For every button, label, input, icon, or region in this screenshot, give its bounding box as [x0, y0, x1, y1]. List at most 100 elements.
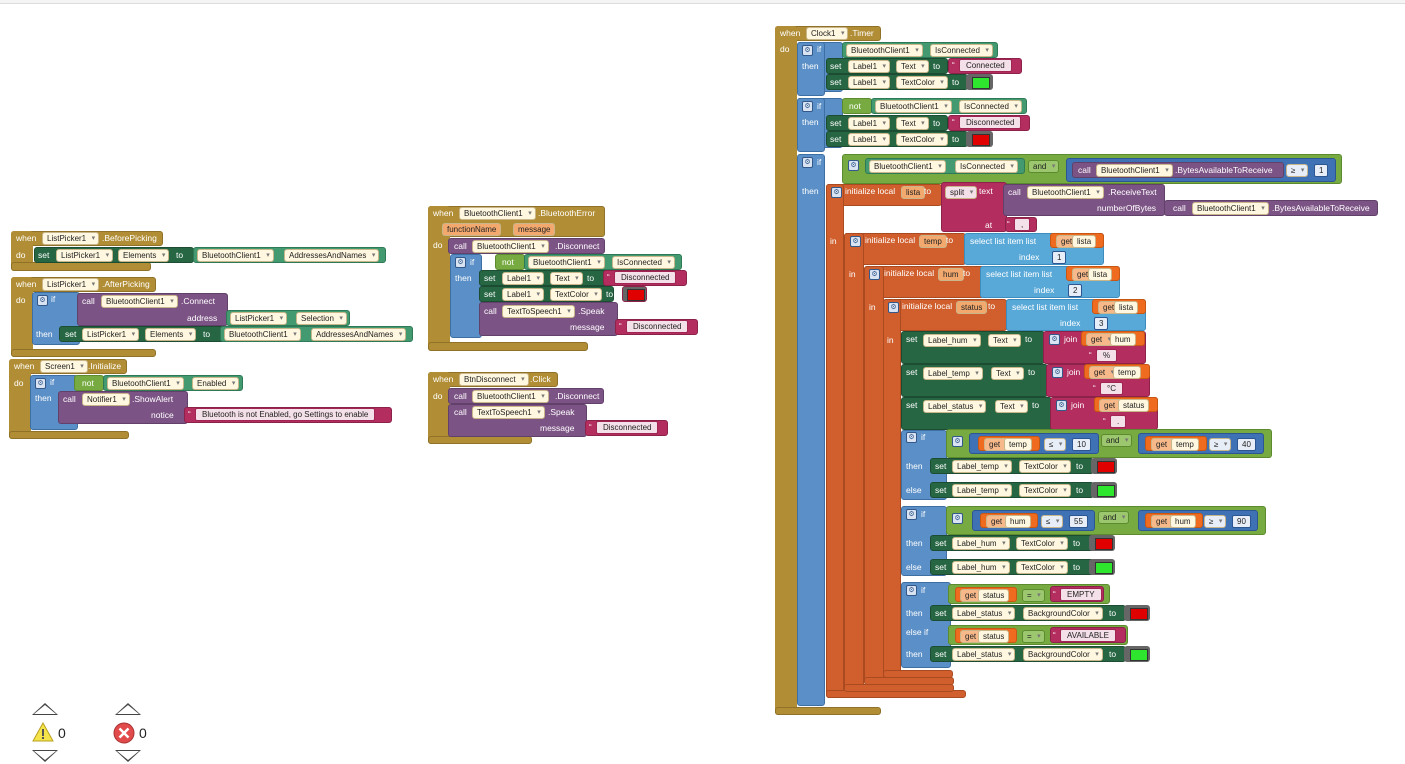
mutator-gear-icon[interactable]: ⚙	[906, 509, 917, 520]
component-dropdown[interactable]: TextToSpeech1	[502, 305, 575, 318]
color-swatch-green[interactable]	[1130, 649, 1148, 661]
var-name[interactable]: hum	[1110, 333, 1136, 346]
property-dropdown[interactable]: TextColor	[896, 133, 948, 146]
prev-warning-arrow-icon[interactable]	[32, 703, 58, 715]
component-dropdown[interactable]: TextToSpeech1	[472, 406, 545, 419]
mutator-gear-icon[interactable]: ⚙	[802, 157, 813, 168]
property-dropdown[interactable]: BackgroundColor	[1023, 648, 1103, 661]
component-dropdown[interactable]: Clock1	[806, 27, 849, 40]
property-dropdown[interactable]: Text	[896, 117, 929, 130]
text-literal[interactable]: AVAILABLE	[1053, 629, 1116, 642]
mutator-gear-icon[interactable]: ⚙	[1049, 334, 1060, 345]
component-dropdown[interactable]: BtnDisconnect	[459, 373, 529, 386]
get-var-dropdown[interactable]: get	[1089, 366, 1119, 379]
property-dropdown[interactable]: TextColor	[1019, 460, 1071, 473]
component-dropdown[interactable]: Label1	[848, 133, 891, 146]
property-dropdown[interactable]: Text	[896, 60, 929, 73]
component-dropdown[interactable]: BluetoothClient1	[1096, 164, 1173, 177]
number-literal[interactable]: 2	[1068, 284, 1083, 297]
component-dropdown[interactable]: ListPicker1	[42, 232, 100, 245]
text-literal[interactable]: .	[1103, 415, 1127, 428]
property-dropdown[interactable]: Text	[988, 334, 1021, 347]
operator-le-dropdown[interactable]: ≤	[1041, 515, 1064, 528]
component-dropdown[interactable]: Label1	[502, 288, 545, 301]
mutator-gear-icon[interactable]: ⚙	[1052, 367, 1063, 378]
text-literal[interactable]: Disconnected	[607, 271, 677, 284]
param-functionname[interactable]: functionName	[442, 223, 502, 236]
property-dropdown[interactable]: IsConnected	[955, 160, 1018, 173]
prev-error-arrow-icon[interactable]	[115, 703, 141, 715]
var-name[interactable]: temp	[1004, 438, 1032, 451]
component-dropdown[interactable]: BluetoothClient1	[224, 328, 301, 341]
property-dropdown[interactable]: AddressesAndNames	[311, 328, 407, 341]
get-var-dropdown[interactable]: get	[1086, 333, 1116, 346]
property-dropdown[interactable]: TextColor	[1019, 484, 1071, 497]
component-dropdown[interactable]: Label1	[502, 272, 545, 285]
color-swatch-green[interactable]	[1095, 562, 1113, 574]
var-name[interactable]: status	[1118, 399, 1150, 412]
local-var-name[interactable]: lista	[901, 186, 926, 199]
split-dropdown[interactable]: split	[945, 186, 978, 199]
text-literal[interactable]: Disconnected	[619, 320, 689, 333]
color-swatch-green[interactable]	[1097, 485, 1115, 497]
var-name[interactable]: status	[978, 630, 1010, 643]
component-dropdown[interactable]: ListPicker1	[82, 328, 140, 341]
mutator-gear-icon[interactable]: ⚙	[802, 101, 813, 112]
component-dropdown[interactable]: Label_hum	[952, 537, 1010, 550]
operator-eq-dropdown[interactable]: =	[1022, 589, 1045, 602]
component-dropdown[interactable]: Label1	[848, 60, 891, 73]
operator-ge-dropdown[interactable]: ≥	[1286, 164, 1309, 177]
mutator-gear-icon[interactable]: ⚙	[1056, 400, 1067, 411]
property-dropdown[interactable]: Text	[995, 400, 1028, 413]
text-literal[interactable]: ,	[1007, 218, 1031, 231]
property-dropdown[interactable]: Text	[550, 272, 583, 285]
number-literal[interactable]: 1	[1314, 164, 1329, 177]
var-name[interactable]: hum	[1170, 515, 1196, 528]
color-swatch-red[interactable]	[972, 134, 990, 146]
number-literal[interactable]: 55	[1069, 515, 1088, 528]
text-literal[interactable]: Disconnected	[952, 116, 1022, 129]
mutator-gear-icon[interactable]: ⚙	[906, 585, 917, 596]
component-dropdown[interactable]: BluetoothClient1	[107, 377, 184, 390]
mutator-gear-icon[interactable]: ⚙	[848, 160, 859, 171]
color-swatch-red[interactable]	[627, 289, 645, 301]
local-var-name[interactable]: temp	[919, 235, 947, 248]
text-literal[interactable]: °C	[1093, 382, 1123, 395]
component-dropdown[interactable]: Label_status	[923, 400, 987, 413]
text-literal[interactable]: Connected	[952, 59, 1012, 72]
component-dropdown[interactable]: Notifier1	[82, 393, 130, 406]
text-literal[interactable]: Bluetooth is not Enabled, go Settings to…	[188, 408, 376, 421]
mutator-gear-icon[interactable]: ⚙	[37, 295, 48, 306]
property-dropdown[interactable]: AddressesAndNames	[284, 249, 380, 262]
text-literal[interactable]: EMPTY	[1053, 588, 1102, 601]
component-dropdown[interactable]: BluetoothClient1	[869, 160, 946, 173]
var-name[interactable]: temp	[1171, 438, 1199, 451]
mutator-gear-icon[interactable]: ⚙	[952, 436, 963, 447]
component-dropdown[interactable]: BluetoothClient1	[846, 44, 923, 57]
text-literal[interactable]: %	[1089, 349, 1118, 362]
operator-eq-dropdown[interactable]: =	[1022, 630, 1045, 643]
property-dropdown[interactable]: Text	[991, 367, 1024, 380]
number-literal[interactable]: 1	[1052, 251, 1067, 264]
property-dropdown[interactable]: TextColor	[1016, 537, 1068, 550]
component-dropdown[interactable]: Label_temp	[923, 367, 983, 380]
operator-ge-dropdown[interactable]: ≥	[1204, 515, 1227, 528]
var-name[interactable]: lista	[1088, 268, 1113, 281]
local-var-name[interactable]: hum	[938, 268, 964, 281]
number-literal[interactable]: 90	[1232, 515, 1251, 528]
component-dropdown[interactable]: BluetoothClient1	[1027, 186, 1104, 199]
param-message[interactable]: message	[513, 223, 556, 236]
mutator-gear-icon[interactable]: ⚙	[952, 513, 963, 524]
text-literal[interactable]: Disconnected	[589, 421, 659, 434]
property-dropdown[interactable]: IsConnected	[959, 100, 1022, 113]
var-name[interactable]: hum	[1005, 515, 1031, 528]
property-dropdown[interactable]: IsConnected	[612, 256, 675, 269]
var-name[interactable]: status	[978, 589, 1010, 602]
color-swatch-red[interactable]	[1130, 608, 1148, 620]
property-dropdown[interactable]: Selection	[296, 312, 347, 325]
property-dropdown[interactable]: TextColor	[896, 76, 948, 89]
component-dropdown[interactable]: BluetoothClient1	[101, 295, 178, 308]
component-dropdown[interactable]: Label1	[848, 117, 891, 130]
var-name[interactable]: lista	[1072, 235, 1097, 248]
operator-and-dropdown[interactable]: and	[1028, 160, 1060, 173]
